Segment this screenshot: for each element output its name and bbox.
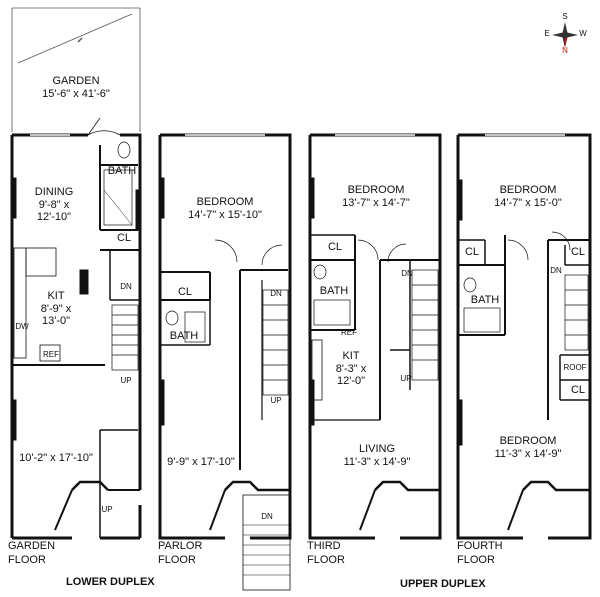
parlor-bedroom-dims: 14'-7" x 15'-10"	[188, 208, 262, 221]
parlor-bath-label: BATH	[169, 330, 199, 342]
third-bedroom-name: BEDROOM	[347, 184, 405, 196]
parlor-cl-label: CL	[177, 286, 193, 298]
fourth-bath-label: BATH	[470, 294, 500, 306]
garden-label: GARDEN 15'-6" x 41'-6"	[20, 75, 132, 100]
garden-dining-dims2: 12'-10"	[36, 211, 72, 224]
fourth-floor-title-line2: FLOOR	[457, 553, 495, 566]
garden-dims: 15'-6" x 41'-6"	[42, 87, 110, 100]
compass-south-label: S	[562, 12, 568, 21]
fourth-bedroom-rear-name: BEDROOM	[499, 184, 557, 196]
third-kit-name: KIT	[342, 350, 360, 362]
parlor-stoop-dn-label: DN	[261, 512, 273, 521]
third-floor-plan	[308, 133, 442, 540]
garden-dw-label: DW	[15, 322, 29, 331]
third-bath-label: BATH	[319, 285, 349, 297]
third-kit-dims1: 8'-3" x	[335, 362, 367, 375]
garden-dining-label: DINING 9'-8" x 12'-10"	[14, 186, 94, 224]
garden-cl-label: CL	[116, 232, 132, 244]
garden-dining-name: DINING	[34, 186, 74, 198]
compass-north-label: N	[562, 46, 568, 55]
garden-floor-title: GARDEN FLOOR	[8, 540, 55, 568]
compass-west-label: W	[579, 29, 587, 38]
fourth-bedroom-front-label: BEDROOM 11'-3" x 14'-9"	[470, 435, 586, 460]
fourth-roof-label: ROOF	[563, 363, 587, 372]
third-living-dims: 11'-3" x 14'-9"	[343, 455, 411, 468]
third-living-label: LIVING 11'-3" x 14'-9"	[322, 443, 432, 468]
garden-floor-plan	[10, 117, 142, 540]
garden-entry-up-label: UP	[101, 505, 113, 514]
parlor-front-room-dims: 9'-9" x 17'-10"	[167, 456, 235, 468]
garden-ref-label: REF	[43, 350, 59, 359]
garden-kit-dims2: 13'-0"	[41, 315, 71, 328]
third-ref-label: REF	[341, 328, 357, 337]
garden-floor-title-line2: FLOOR	[8, 553, 46, 566]
parlor-up-label: UP	[270, 396, 282, 405]
fourth-floor-title: FOURTH FLOOR	[457, 540, 503, 568]
parlor-bedroom-name: BEDROOM	[196, 196, 254, 208]
third-bedroom-label: BEDROOM 13'-7" x 14'-7"	[320, 184, 432, 209]
third-floor-title: THIRD FLOOR	[307, 540, 345, 568]
third-kit-label: KIT 8'-3" x 12'-0"	[318, 350, 384, 388]
garden-dining-dims1: 9'-8" x	[38, 198, 70, 211]
garden-dn-label: DN	[120, 282, 132, 291]
parlor-bedroom-label: BEDROOM 14'-7" x 15'-10"	[170, 196, 280, 221]
parlor-floor-title-line1: PARLOR	[158, 540, 203, 552]
third-floor-title-line1: THIRD	[307, 540, 341, 552]
fourth-cl-right-label: CL	[570, 246, 586, 258]
third-kit-dims2: 12'-0"	[336, 375, 366, 388]
fourth-cl-left-label: CL	[464, 246, 480, 258]
garden-kit-label: KIT 8'-9" x 13'-0"	[24, 290, 88, 328]
garden-kit-dims1: 8'-9" x	[40, 302, 72, 315]
fourth-floor-plan	[456, 133, 592, 540]
fourth-cl-lower-label: CL	[570, 384, 586, 396]
compass-east-label: E	[544, 29, 550, 38]
parlor-floor-title-line2: FLOOR	[158, 553, 196, 566]
third-floor-title-line2: FLOOR	[307, 553, 345, 566]
garden-bath-label: BATH	[107, 165, 137, 177]
third-living-name: LIVING	[358, 443, 396, 455]
fourth-bedroom-rear-dims: 14'-7" x 15'-0"	[494, 196, 562, 209]
fourth-bedroom-front-dims: 11'-3" x 14'-9"	[494, 447, 562, 460]
parlor-dn-label: DN	[270, 289, 282, 298]
garden-area	[11, 7, 141, 132]
fourth-floor-title-line1: FOURTH	[457, 540, 503, 552]
third-dn-label: DN	[401, 269, 413, 278]
lower-duplex-title: LOWER DUPLEX	[66, 576, 155, 588]
compass-rose	[552, 22, 578, 48]
garden-up-label: UP	[120, 376, 132, 385]
third-up-label: UP	[400, 374, 412, 383]
upper-duplex-title: UPPER DUPLEX	[400, 578, 486, 590]
fourth-dn-label: DN	[550, 266, 562, 275]
third-bedroom-dims: 13'-7" x 14'-7"	[342, 196, 410, 209]
garden-name: GARDEN	[52, 75, 100, 87]
garden-floor-title-line1: GARDEN	[8, 540, 56, 552]
fourth-bedroom-rear-label: BEDROOM 14'-7" x 15'-0"	[470, 184, 586, 209]
parlor-floor-plan	[158, 133, 292, 591]
fourth-bedroom-front-name: BEDROOM	[499, 435, 557, 447]
third-cl-label: CL	[327, 241, 343, 253]
garden-kit-name: KIT	[47, 290, 65, 302]
parlor-floor-title: PARLOR FLOOR	[158, 540, 202, 568]
garden-front-room-dims: 10'-2" x 17'-10"	[19, 452, 93, 464]
